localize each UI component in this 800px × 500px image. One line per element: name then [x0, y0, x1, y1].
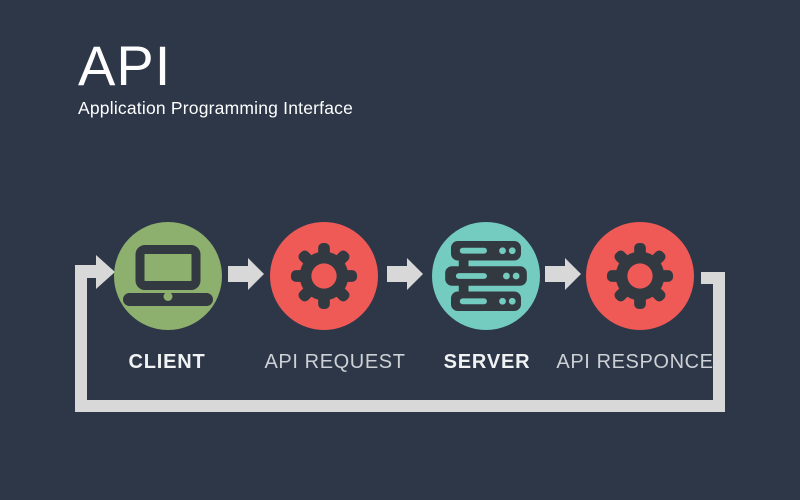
node-label-api-response: API RESPONCE [556, 351, 714, 373]
right-block-arrow-icon [228, 258, 264, 290]
loop-arrowhead-icon [96, 255, 115, 289]
laptop-icon [123, 245, 213, 306]
page-title: API [78, 34, 172, 97]
node-label-client: CLIENT [128, 351, 206, 373]
header: API Application Programming Interface [78, 38, 353, 119]
node-label-api-request: API REQUEST [264, 351, 406, 373]
page-subtitle: Application Programming Interface [78, 98, 354, 118]
gear-icon [606, 242, 674, 310]
right-block-arrow-icon [545, 258, 581, 290]
node-api-request [270, 222, 378, 330]
right-block-arrow-icon [387, 258, 423, 290]
node-label-server: SERVER [443, 351, 531, 373]
server-icon [445, 241, 527, 311]
node-client [114, 222, 222, 330]
node-server [432, 222, 540, 330]
node-api-response [586, 222, 694, 330]
gear-icon [290, 242, 358, 310]
